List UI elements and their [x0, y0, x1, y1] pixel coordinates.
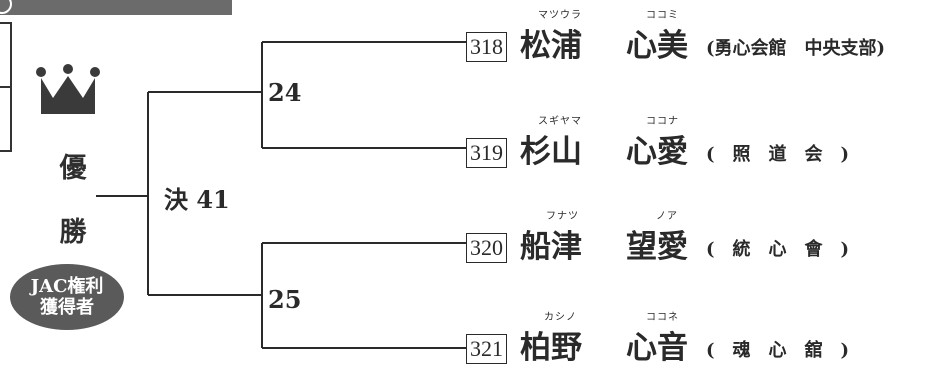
surname-kana: マツウラ	[538, 10, 582, 21]
champion-label-char-2: 勝	[59, 217, 87, 248]
given-kana: ココネ	[646, 312, 679, 323]
entry-number: 318	[466, 32, 507, 62]
entry-row: カシノ ココネ 321 柏野 心音 ( 魂 心 舘 )	[466, 308, 937, 368]
entry-given-name: 望愛	[626, 229, 688, 265]
entry-number: 321	[466, 334, 507, 364]
entry-club: ( 統 心 會 )	[706, 239, 850, 260]
entry-given-name: 心愛	[626, 134, 688, 170]
entry-club: ( 魂 心 舘 )	[706, 340, 850, 361]
given-kana: ノア	[656, 211, 678, 222]
surname-kana: カシノ	[544, 312, 577, 323]
entry-number: 319	[466, 138, 507, 168]
bracket-line-semi-bottom	[148, 242, 466, 349]
jac-qualifier-badge: JAC権利 獲得者	[10, 264, 124, 330]
crown-icon	[36, 64, 100, 114]
entry-given-name: 心美	[626, 28, 688, 64]
given-kana: ココナ	[646, 116, 679, 127]
entry-row: フナツ ノア 320 船津 望愛 ( 統 心 會 )	[466, 207, 937, 267]
surname-kana: スギヤマ	[538, 116, 582, 127]
entry-number: 320	[466, 233, 507, 263]
surname-kana: フナツ	[546, 211, 579, 222]
entry-surname: 松浦	[520, 28, 582, 64]
champion-label-char-1: 優	[59, 153, 87, 184]
header-circle-icon	[0, 0, 12, 14]
badge-line-2: 獲得者	[40, 297, 94, 318]
given-kana: ココミ	[646, 10, 679, 21]
badge-line-1: JAC権利	[30, 276, 104, 297]
bracket-line-final	[96, 92, 149, 295]
semi-top-match-label: 24	[268, 78, 302, 107]
entry-row: スギヤマ ココナ 319 杉山 心愛 ( 照 道 会 )	[466, 112, 937, 172]
entry-surname: 船津	[520, 229, 582, 265]
side-table-divider	[0, 86, 12, 88]
final-match-label: 決 41	[164, 185, 230, 214]
entry-surname: 柏野	[520, 330, 582, 366]
entry-surname: 杉山	[520, 134, 582, 170]
entry-row: マツウラ ココミ 318 松浦 心美 (勇心会館 中央支部)	[466, 6, 937, 66]
entry-given-name: 心音	[626, 330, 688, 366]
bracket-line-semi-top	[148, 41, 466, 149]
semi-bottom-match-label: 25	[268, 285, 302, 314]
header-bar	[0, 0, 232, 15]
entry-club: (勇心会館 中央支部)	[706, 38, 886, 59]
entry-club: ( 照 道 会 )	[706, 144, 850, 165]
